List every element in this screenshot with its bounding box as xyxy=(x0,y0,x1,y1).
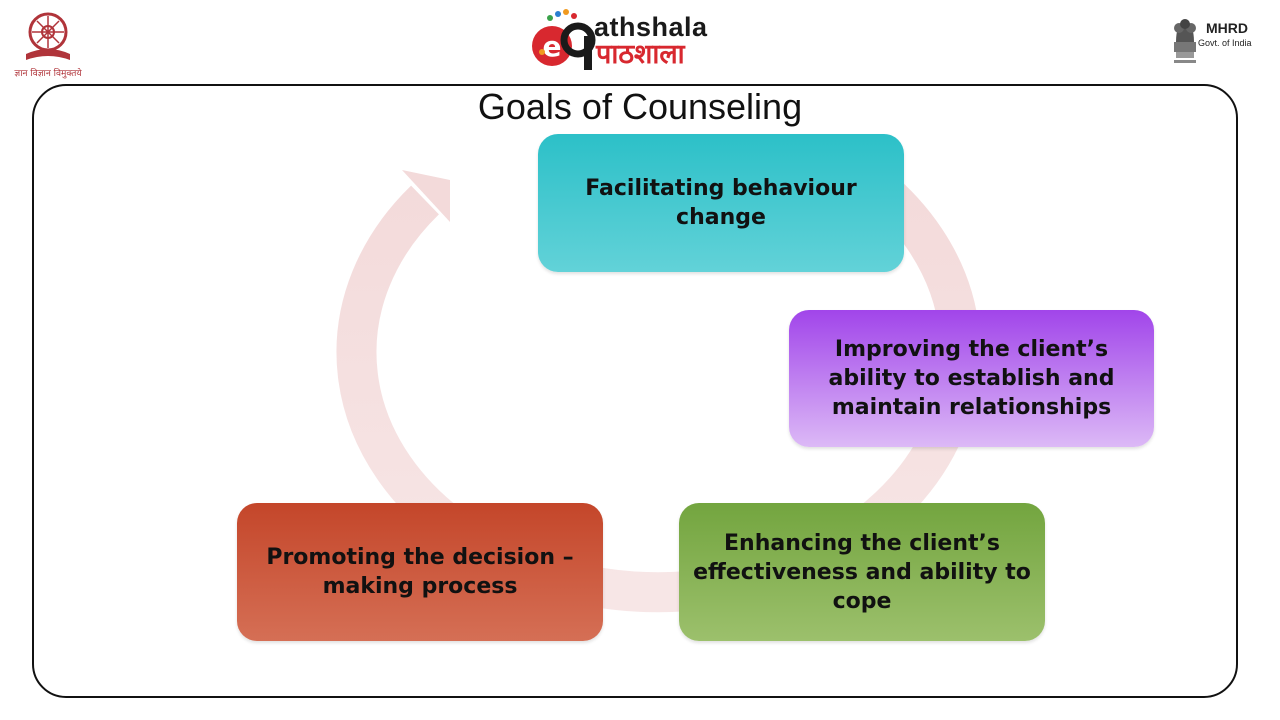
goal-text: Promoting the decision – making process xyxy=(266,545,574,599)
govt-of-india-label: Govt. of India xyxy=(1198,38,1252,48)
epathshala-logo: e athshala पाठशाला xyxy=(528,6,740,72)
goal-text: Improving the client’s ability to establ… xyxy=(828,337,1115,420)
national-emblem-icon xyxy=(1174,19,1196,63)
goal-text: Enhancing the client’s effectiveness and… xyxy=(693,530,1031,614)
goal-text: Facilitating behaviour change xyxy=(585,176,857,230)
ugc-logo: ज्ञान विज्ञान विमुक्तये xyxy=(10,8,86,79)
goal-box-relationships: Improving the client’s ability to establ… xyxy=(789,310,1154,447)
epathshala-brand-top: athshala xyxy=(594,12,708,42)
cycle-arrowhead xyxy=(402,170,450,222)
goal-box-effectiveness: Enhancing the client’s effectiveness and… xyxy=(679,503,1045,641)
ugc-emblem-icon xyxy=(26,12,70,60)
header: ज्ञान विज्ञान विमुक्तये e athshala पाठशा… xyxy=(0,0,1280,84)
goal-box-behaviour-change: Facilitating behaviour change xyxy=(538,134,904,272)
svg-text:e: e xyxy=(543,30,562,63)
mhrd-label: MHRD xyxy=(1206,20,1248,36)
slide-title: Goals of Counseling xyxy=(477,86,803,127)
goal-box-decision-making: Promoting the decision – making process xyxy=(237,503,603,641)
ugc-logo-caption: ज्ञान विज्ञान विमुक्तये xyxy=(14,69,82,79)
epathshala-brand-bottom: पाठशाला xyxy=(596,39,685,70)
mhrd-logo: MHRD Govt. of India xyxy=(1168,8,1268,72)
epathshala-logo-icon: e xyxy=(532,9,596,70)
